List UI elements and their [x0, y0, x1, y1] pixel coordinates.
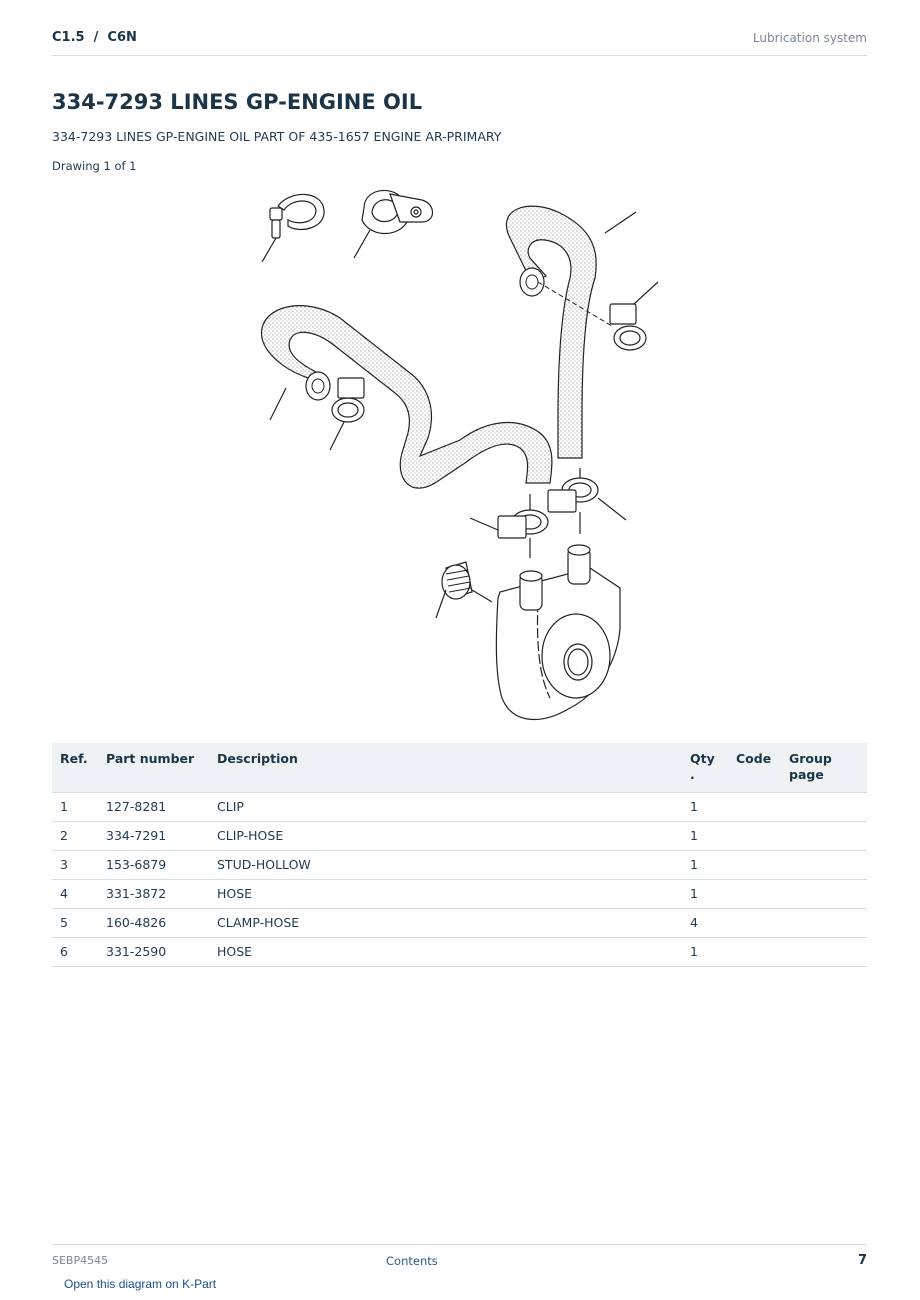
leader-line — [435, 589, 447, 619]
cell-group-page — [781, 792, 867, 822]
page-header: C1.5 / C6N Lubrication system — [52, 28, 867, 56]
cell-ref: 4 — [52, 879, 98, 909]
cell-description: STUD-HOLLOW — [209, 850, 682, 880]
table-row: 6 331-2590 HOSE 1 — [52, 937, 867, 967]
contents-link[interactable]: Contents — [386, 1254, 438, 1268]
kpart-diagram-link[interactable]: Open this diagram on K-Part — [64, 1277, 217, 1291]
cell-part-number: 334-7291 — [98, 821, 209, 851]
cell-part-number: 331-2590 — [98, 937, 209, 967]
clamp-hose-part — [609, 303, 647, 351]
cell-code — [728, 879, 781, 909]
leader-line — [269, 387, 287, 421]
leader-line — [471, 589, 493, 603]
cell-code — [728, 821, 781, 851]
cell-qty: 4 — [682, 908, 728, 938]
leader-line — [353, 229, 371, 259]
clip-part — [269, 193, 325, 239]
cell-qty: 1 — [682, 937, 728, 967]
leader-line — [329, 421, 345, 451]
cell-part-number: 160-4826 — [98, 908, 209, 938]
cell-code — [728, 937, 781, 967]
clip-hose-part — [361, 189, 434, 234]
leader-line — [261, 237, 277, 263]
cell-description: CLAMP-HOSE — [209, 908, 682, 938]
cell-group-page — [781, 908, 867, 938]
cell-part-number: 127-8281 — [98, 792, 209, 822]
cell-group-page — [781, 879, 867, 909]
cell-group-page — [781, 821, 867, 851]
table-row: 4 331-3872 HOSE 1 — [52, 879, 867, 909]
table-row: 1 127-8281 CLIP 1 — [52, 792, 867, 822]
cell-description: CLIP — [209, 792, 682, 822]
model-label: C1.5 / C6N — [52, 30, 137, 45]
table-row: 2 334-7291 CLIP-HOSE 1 — [52, 821, 867, 851]
cell-qty: 1 — [682, 821, 728, 851]
col-header-code: Code — [728, 743, 781, 793]
page-footer: SEBP4545 Contents 7 — [52, 1244, 867, 1272]
leader-line — [633, 281, 659, 305]
cell-ref: 5 — [52, 908, 98, 938]
col-header-group-page: Group page — [781, 743, 867, 793]
cell-ref: 1 — [52, 792, 98, 822]
cell-qty: 1 — [682, 792, 728, 822]
col-header-ref: Ref. — [52, 743, 98, 793]
cell-qty: 1 — [682, 879, 728, 909]
section-label: Lubrication system — [752, 31, 867, 45]
cell-ref: 2 — [52, 821, 98, 851]
cell-ref: 3 — [52, 850, 98, 880]
col-header-qty: Qty . — [682, 743, 728, 793]
cell-description: HOSE — [209, 879, 682, 909]
clamp-hose-part — [547, 477, 599, 513]
col-header-part-number: Part number — [98, 743, 209, 793]
cell-part-number: 331-3872 — [98, 879, 209, 909]
cell-ref: 6 — [52, 937, 98, 967]
table-header-row: Ref. Part number Description Qty . Code … — [52, 743, 867, 793]
stud-hollow-part — [441, 561, 473, 600]
leader-line — [604, 211, 637, 234]
page-title: 334-7293 LINES GP-ENGINE OIL — [52, 90, 423, 114]
col-header-description: Description — [209, 743, 682, 793]
table-row: 5 160-4826 CLAMP-HOSE 4 — [52, 908, 867, 938]
drawing-caption: Drawing 1 of 1 — [52, 159, 137, 173]
doc-id: SEBP4545 — [52, 1254, 109, 1267]
table-row: 3 153-6879 STUD-HOLLOW 1 — [52, 850, 867, 880]
cell-description: HOSE — [209, 937, 682, 967]
page-subtitle: 334-7293 LINES GP-ENGINE OIL PART OF 435… — [52, 129, 502, 144]
cell-description: CLIP-HOSE — [209, 821, 682, 851]
cell-code — [728, 908, 781, 938]
page-number: 7 — [857, 1253, 867, 1268]
leader-line — [469, 517, 499, 531]
oil-cooler-housing — [495, 544, 621, 721]
cell-qty: 1 — [682, 850, 728, 880]
cell-part-number: 153-6879 — [98, 850, 209, 880]
clamp-hose-part — [497, 509, 549, 539]
hose-lower — [261, 305, 553, 489]
cell-group-page — [781, 850, 867, 880]
parts-table: Ref. Part number Description Qty . Code … — [52, 743, 867, 967]
leader-line — [537, 281, 613, 327]
cell-code — [728, 792, 781, 822]
parts-diagram — [261, 189, 659, 721]
leader-line — [597, 497, 627, 521]
hose-upper — [505, 205, 597, 459]
cell-code — [728, 850, 781, 880]
cell-group-page — [781, 937, 867, 967]
clamp-hose-part — [331, 377, 365, 423]
